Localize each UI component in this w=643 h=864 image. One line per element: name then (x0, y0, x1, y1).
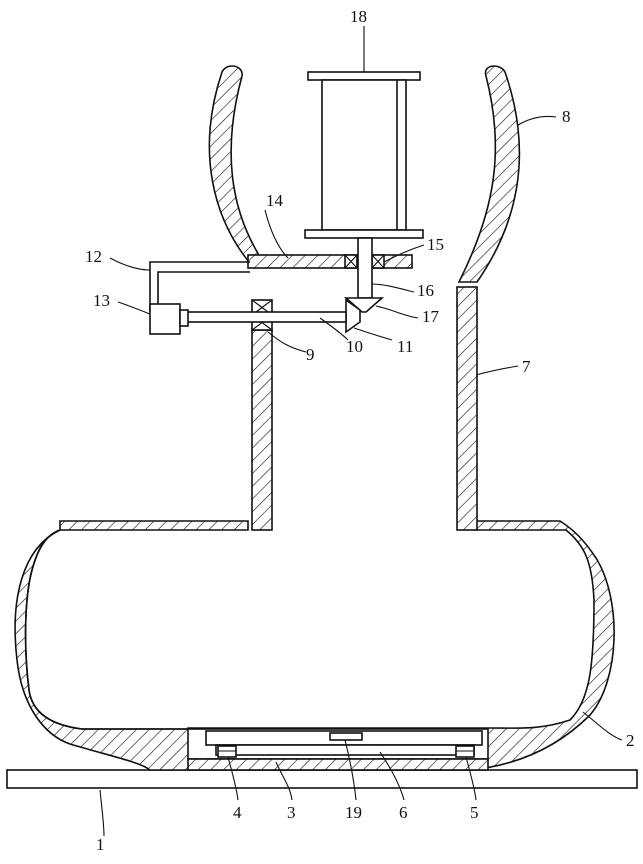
label-14: 14 (266, 191, 284, 210)
label-5: 5 (470, 803, 479, 822)
label-4: 4 (233, 803, 242, 822)
label-8: 8 (562, 107, 571, 126)
label-2: 2 (626, 731, 635, 750)
label-7: 7 (522, 357, 531, 376)
inner-cavity (26, 530, 188, 729)
tray-lower (216, 745, 474, 755)
label-12: 12 (85, 247, 102, 266)
mounting-plate (248, 255, 412, 268)
label-13: 13 (93, 291, 110, 310)
motor-bottom-flange (305, 230, 423, 238)
label-10: 10 (346, 337, 363, 356)
label-1: 1 (96, 835, 105, 854)
funnel-right-wall (459, 66, 519, 282)
label-11: 11 (397, 337, 413, 356)
vertical-shaft (358, 238, 372, 298)
small-motor (150, 304, 180, 334)
motor-top-flange (308, 72, 420, 80)
label-3: 3 (287, 803, 296, 822)
small-motor-coupling (180, 310, 188, 326)
sensor (330, 733, 362, 740)
neck-right-wall (457, 287, 477, 530)
label-6: 6 (399, 803, 408, 822)
horizontal-shaft (186, 312, 346, 322)
label-9: 9 (306, 345, 315, 364)
label-16: 16 (417, 281, 434, 300)
motor-body (322, 80, 406, 230)
neck-left-wall (252, 330, 272, 530)
label-18: 18 (350, 7, 367, 26)
funnel-left-wall (209, 66, 262, 268)
bottom-plate (188, 759, 488, 770)
base-plate (7, 770, 637, 788)
label-19: 19 (345, 803, 362, 822)
label-15: 15 (427, 235, 444, 254)
label-17: 17 (422, 307, 440, 326)
